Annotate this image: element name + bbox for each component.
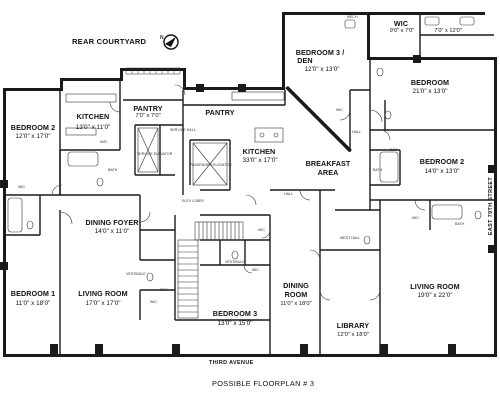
room-pantry-w-dim: 7'0" x 7'0" xyxy=(135,113,161,119)
street-third-avenue: THIRD AVENUE xyxy=(209,360,254,366)
label-hall: HALL xyxy=(284,192,293,196)
room-bedroom3-den-dim: 12'0" x 13'0" xyxy=(304,66,340,73)
passenger-elevator-shaft xyxy=(192,142,228,186)
room-living-e-name: LIVING ROOM xyxy=(410,282,460,291)
label-wic-d: WIC xyxy=(258,228,265,232)
room-wic-top-name: WIC xyxy=(393,19,409,28)
room-dining-foyer-name: DINING FOYER xyxy=(85,218,139,227)
label-wic-g: WIC xyxy=(390,148,397,152)
compass-letter: N xyxy=(160,35,164,41)
room-living-w-name: LIVING ROOM xyxy=(78,289,128,298)
label-hall2: HALL xyxy=(352,130,361,134)
room-kitchen-w-name: KITCHEN xyxy=(76,112,110,121)
service-elevator-shaft xyxy=(137,127,159,173)
room-bedroom2-nw-dim: 12'0" x 17'0" xyxy=(15,133,51,140)
room-bedroom2-e-dim: 14'0" x 13'0" xyxy=(424,168,460,175)
label-pdr: PDR xyxy=(160,288,168,292)
floorplan-title: POSSIBLE FLOORPLAN # 3 xyxy=(212,379,315,388)
label-bath2: BATH xyxy=(373,168,383,172)
label-w-d: W/D xyxy=(100,140,107,144)
room-bedroom3-s-name: BEDROOM 3 xyxy=(212,309,258,318)
room-bedroom2-e-name: BEDROOM 2 xyxy=(419,157,465,166)
room-bedroom1-name: BEDROOM 1 xyxy=(10,289,56,298)
label-wic-a: WIC xyxy=(336,108,343,112)
room-wic-top2-dim: 7'0" x 12'0" xyxy=(434,28,462,34)
label-bath: BATH xyxy=(108,168,118,172)
stairs xyxy=(177,221,244,319)
room-dining-foyer-dim: 14'0" x 11'0" xyxy=(94,228,130,235)
exterior-walls xyxy=(0,12,497,357)
label-service-hall: SERVICE HALL xyxy=(170,128,196,132)
kitchen-island xyxy=(254,127,284,143)
room-pantry-w-name: PANTRY xyxy=(133,104,163,113)
label-passenger-elevator: PASSENGER ELEVATOR xyxy=(190,163,232,167)
room-bedroom3-den-name: BEDROOM 3 / xyxy=(295,48,345,57)
label-wic-c: WIC xyxy=(150,300,157,304)
room-bedroom1-dim: 11'0" x 18'0" xyxy=(15,300,51,307)
label-west-hall: WEST HALL xyxy=(340,236,361,240)
room-library-name: LIBRARY xyxy=(336,321,370,330)
fixtures xyxy=(7,16,482,319)
room-bedroom-ne-name: BEDROOM xyxy=(410,78,450,87)
room-dining-room-name2: ROOM xyxy=(284,290,308,299)
label-bath3: BATH xyxy=(455,222,465,226)
room-bedroom3-s-dim: 13'0" x 15'0" xyxy=(217,320,253,327)
room-bedroom2-nw-name: BEDROOM 2 xyxy=(10,123,56,132)
room-breakfast-name: BREAKFAST xyxy=(305,159,351,168)
room-wic-top-dim: 9'0" x 7'0" xyxy=(389,28,415,34)
label-mech: MECH xyxy=(347,15,358,19)
label-wic-e: WIC xyxy=(252,268,259,272)
street-east-79th: EAST 79TH STREET xyxy=(488,176,495,236)
rear-courtyard-label: REAR COURTYARD xyxy=(72,37,147,46)
label-service-elevator: SERVICE ELEVATOR xyxy=(137,152,173,156)
label-vestibule2: VESTIBULE xyxy=(225,260,245,264)
compass-icon xyxy=(163,34,179,50)
room-library-dim: 12'0" x 18'0" xyxy=(337,332,369,338)
room-pantry-c-name: PANTRY xyxy=(205,108,235,117)
room-dining-room-dim: 11'0" x 18'0" xyxy=(280,301,312,307)
room-living-w-dim: 17'0" x 17'0" xyxy=(85,300,121,307)
room-kitchen-w-dim: 13'0" x 11'0" xyxy=(75,124,111,131)
label-elev-lobby: ELEV LOBBY xyxy=(182,199,205,203)
room-kitchen-c-name: KITCHEN xyxy=(242,147,276,156)
courtyard-railing xyxy=(125,67,181,75)
room-living-e-dim: 19'0" x 22'0" xyxy=(417,292,453,299)
label-wic-b: WIC xyxy=(412,216,419,220)
room-bedroom3-den-name2: DEN xyxy=(297,56,313,65)
room-bedroom-ne-dim: 21'0" x 13'0" xyxy=(412,88,448,95)
label-vestibule: VESTIBULE xyxy=(126,272,146,276)
label-wic-f: WIC xyxy=(18,185,25,189)
room-kitchen-c-dim: 33'0" x 17'0" xyxy=(242,157,278,164)
bathtub xyxy=(7,197,23,233)
room-breakfast-name2: AREA xyxy=(317,168,339,177)
room-dining-room-name: DINING xyxy=(283,281,309,290)
